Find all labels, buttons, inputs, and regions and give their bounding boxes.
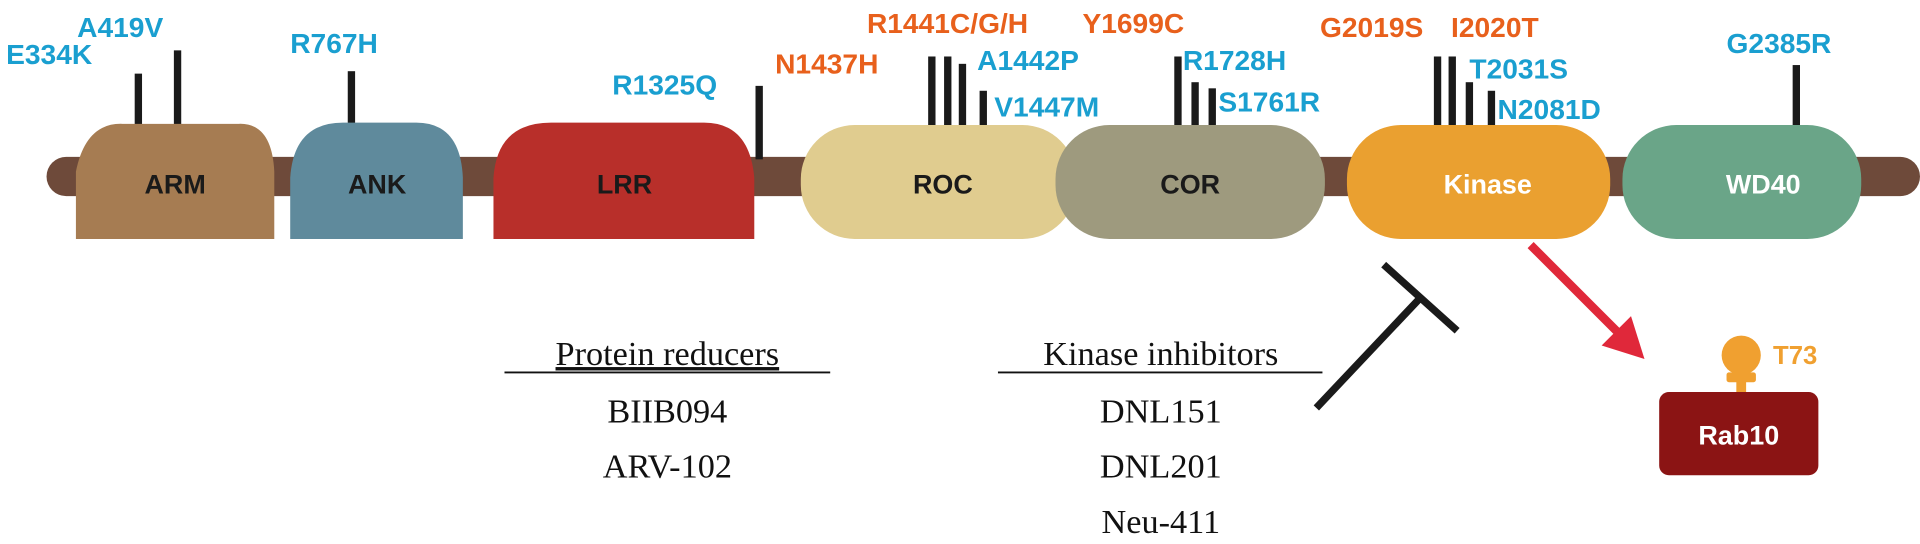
domain-wd40: WD40 (1622, 125, 1862, 239)
svg-text:COR: COR (1160, 170, 1220, 200)
drug-item: BIIB094 (607, 393, 727, 431)
mutation-A419V: A419V (77, 12, 163, 43)
svg-text:ROC: ROC (913, 170, 973, 200)
kinase-inhibitors-list: Kinase inhibitors DNL151 DNL201 Neu-411 (997, 335, 1323, 541)
protein-reducers-title: Protein reducers (556, 335, 780, 373)
svg-text:ARM: ARM (144, 170, 205, 200)
kinase-inhibitors-title: Kinase inhibitors (1043, 335, 1278, 373)
mutation-A1442P: A1442P (977, 45, 1079, 76)
mutation-N1437H: N1437H (775, 49, 878, 80)
inhibition-symbol (1313, 261, 1460, 411)
svg-text:Kinase: Kinase (1444, 170, 1532, 200)
domain-kinase: Kinase (1346, 125, 1611, 239)
phosphorylation-arrow (1527, 242, 1645, 359)
mutation-I2020T: I2020T (1451, 12, 1539, 43)
mutation-T2031S: T2031S (1469, 54, 1568, 85)
drug-item: DNL151 (1100, 393, 1222, 431)
mutation-sticks (134, 50, 1800, 160)
phospho-site-label: T73 (1773, 342, 1817, 370)
domain-arm: ARM (75, 123, 275, 239)
protein-reducers-list: Protein reducers BIIB094 ARV-102 (504, 335, 831, 486)
domain-cor: COR (1055, 125, 1325, 239)
mutation-R767H: R767H (290, 28, 378, 59)
domain-lrr: LRR (493, 122, 755, 239)
svg-text:LRR: LRR (597, 170, 652, 200)
mutation-R1325Q: R1325Q (612, 69, 717, 100)
mutation-S1761R: S1761R (1218, 87, 1320, 118)
rab10-substrate: Rab10 T73 (1659, 335, 1819, 476)
mutation-V1447M: V1447M (994, 91, 1099, 122)
mutation-Y1699C: Y1699C (1082, 8, 1184, 39)
mutation-G2385R: G2385R (1727, 28, 1832, 59)
domain-roc: ROC (800, 125, 1077, 239)
mutation-E334K: E334K (6, 39, 93, 70)
mutation-G2019S: G2019S (1320, 12, 1423, 43)
rab10-label: Rab10 (1698, 421, 1779, 451)
mutation-N2081D: N2081D (1498, 94, 1601, 125)
drug-item: ARV-102 (603, 448, 732, 486)
svg-text:ANK: ANK (348, 170, 407, 200)
mutation-labels: E334K A419V R767H R1325Q N1437H R1441C/G… (6, 8, 1831, 125)
svg-text:WD40: WD40 (1726, 170, 1801, 200)
mutation-R1441CGH: R1441C/G/H (867, 8, 1028, 39)
drug-item: DNL201 (1100, 448, 1222, 486)
mutation-R1728H: R1728H (1183, 45, 1286, 76)
drug-item: Neu-411 (1102, 503, 1221, 541)
domain-ank: ANK (290, 122, 463, 239)
